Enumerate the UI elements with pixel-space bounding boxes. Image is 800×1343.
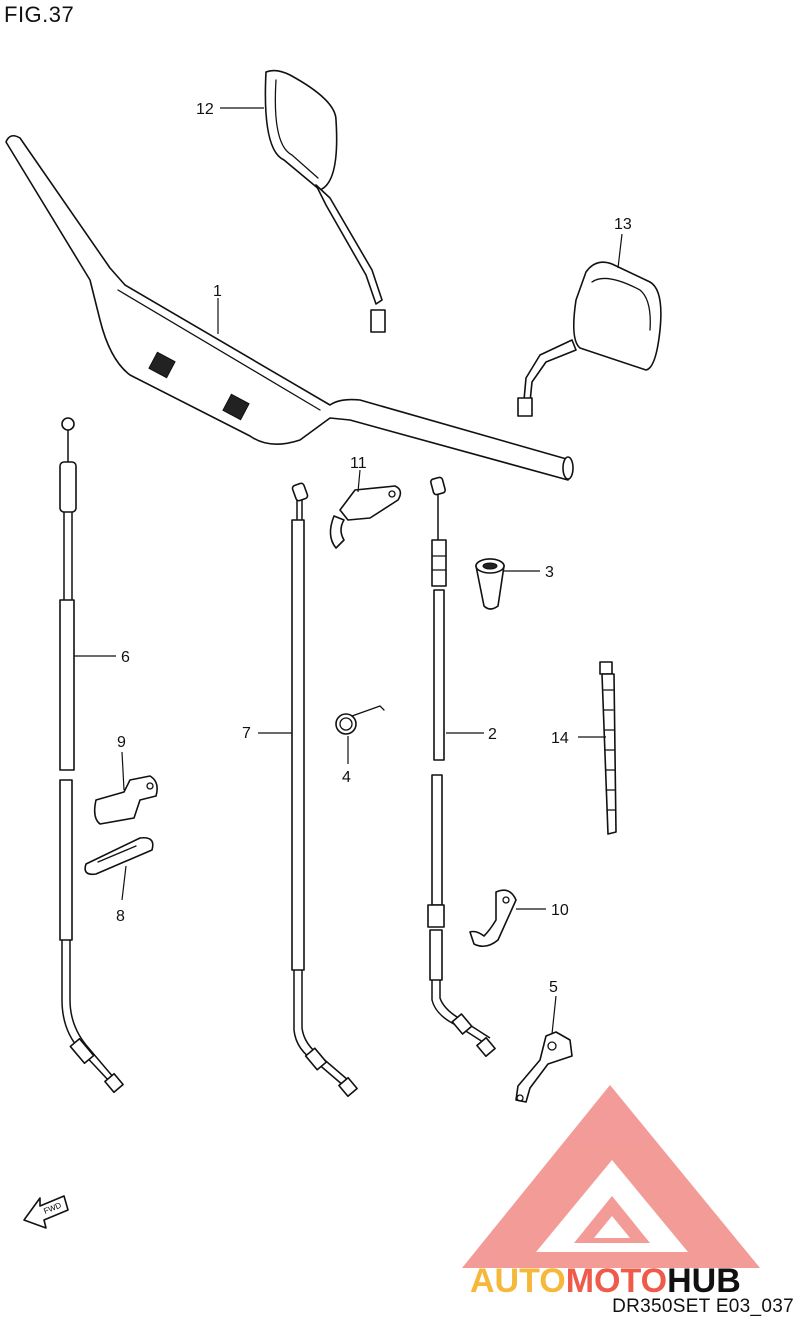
callout-8: 8: [116, 908, 125, 925]
diagram-code: DR350SET E03_037: [612, 1296, 794, 1317]
figure-title: FIG.37: [4, 2, 75, 27]
cable-6-part: [59, 417, 124, 1094]
watermark-word-auto: AUTO: [470, 1262, 566, 1300]
watermark-logo: [462, 1085, 760, 1268]
callout-4: 4: [342, 769, 351, 786]
cable-7-part: [291, 482, 358, 1098]
callout-1: 1: [213, 283, 222, 300]
callout-11: 11: [350, 455, 367, 472]
callout-2: 2: [488, 726, 497, 743]
callout-14: 14: [551, 730, 569, 747]
cable-2-part: [427, 476, 496, 1058]
callout-7: 7: [242, 725, 251, 742]
clamp-10-part: [469, 889, 517, 948]
watermark-wordmark: AUTOMOTOHUB: [470, 1262, 741, 1300]
callout-3: 3: [545, 564, 554, 581]
callout-6: 6: [121, 649, 130, 666]
clamp-9-part: [93, 775, 158, 825]
fwd-arrow-icon: FWD: [23, 1195, 69, 1229]
callout-13: 13: [614, 216, 632, 233]
bracket-11-part: [329, 485, 402, 549]
left-mirror-part: [264, 69, 386, 333]
callout-5: 5: [549, 979, 558, 996]
callout-labels: 1 2 3 4 5 6 7 8 9 10 11 12 13 14: [116, 101, 632, 996]
svg-text:AUTOMOTOHUB: AUTOMOTOHUB: [470, 1262, 741, 1300]
watermark-word-moto: MOTO: [566, 1262, 667, 1300]
handlebar-part: [5, 134, 574, 481]
callout-10: 10: [551, 902, 569, 919]
callout-9: 9: [117, 734, 126, 751]
bracket-5-part: [515, 1031, 573, 1103]
cable-tie-14-part: [599, 661, 617, 835]
spring-4-part: [335, 705, 385, 735]
right-mirror-part: [517, 261, 662, 417]
grommet-3-part: [475, 558, 505, 610]
watermark-word-hub: HUB: [667, 1262, 741, 1300]
clamp-8-part: [84, 836, 154, 876]
callout-12: 12: [196, 101, 214, 118]
leader-lines: [74, 107, 623, 1035]
